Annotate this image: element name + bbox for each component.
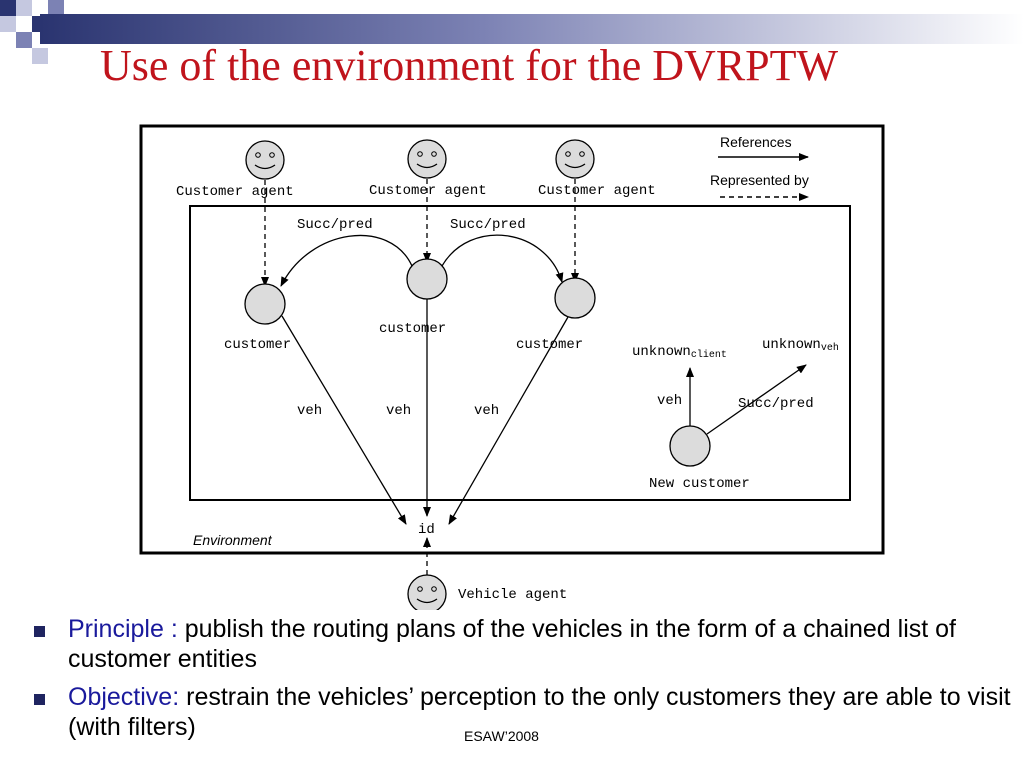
outer-frame — [139, 124, 885, 555]
bullet-square-icon — [34, 694, 45, 705]
succ-pred-label-2: Succ/pred — [450, 217, 526, 233]
environment-label: Environment — [193, 532, 273, 548]
new-customer-label: New customer — [649, 476, 750, 492]
customer-agent-face-3 — [555, 139, 595, 179]
slide-title: Use of the environment for the DVRPTW — [100, 41, 839, 90]
legend-represented-label: Represented by — [710, 172, 809, 188]
bullet-objective: Objective: restrain the vehicles’ percep… — [30, 682, 1020, 742]
bullet-principle: Principle : publish the routing plans of… — [30, 614, 1020, 674]
customer-agent-label-2: Customer agent — [369, 183, 487, 199]
new-customer-node — [669, 425, 711, 467]
unknown-veh-sub: veh — [821, 342, 839, 354]
veh-label-1: veh — [297, 403, 322, 419]
veh-label-2: veh — [386, 403, 411, 419]
unknown-veh-main: unknown — [762, 337, 821, 353]
veh-label-3: veh — [474, 403, 499, 419]
bullet-list: Principle : publish the routing plans of… — [30, 614, 1020, 750]
environment-diagram: References Represented by Customer agent… — [139, 124, 885, 610]
unknown-veh-label: unknownveh — [762, 337, 839, 354]
title-gradient-bar — [40, 14, 1024, 44]
customer-agent-face-1 — [245, 140, 285, 180]
unknown-client-main: unknown — [632, 344, 691, 360]
vehicle-agent-face — [407, 574, 447, 610]
environment-frame — [189, 205, 851, 501]
corner-square-7 — [48, 0, 64, 16]
bullet-objective-key: Objective: — [68, 683, 180, 711]
succ-pred-curve-1 — [280, 234, 413, 287]
bullet-objective-text: restrain the vehicles’ perception to the… — [68, 683, 1011, 741]
veh-arrow-1 — [281, 315, 407, 525]
id-label: id — [418, 522, 435, 538]
unknown-client-label: unknownclient — [632, 344, 727, 361]
customer-node-3 — [554, 277, 596, 319]
customer-agent-label-3: Customer agent — [538, 183, 656, 199]
new-succ-pred-label: Succ/pred — [738, 396, 814, 412]
succ-pred-label-1: Succ/pred — [297, 217, 373, 233]
customer-agent-face-2 — [407, 139, 447, 179]
customer-label-1: customer — [224, 337, 291, 353]
corner-square-3 — [0, 16, 16, 32]
customer-node-2 — [406, 258, 448, 300]
customer-label-3: customer — [516, 337, 583, 353]
bullet-square-icon — [34, 626, 45, 637]
customer-label-2: customer — [379, 321, 446, 337]
customer-node-1 — [244, 283, 286, 325]
customer-agent-label-1: Customer agent — [176, 184, 294, 200]
vehicle-agent-label: Vehicle agent — [458, 587, 567, 603]
succ-pred-curve-2 — [441, 234, 564, 283]
corner-square-4 — [16, 16, 32, 32]
legend-references-label: References — [720, 134, 792, 150]
corner-square-6 — [16, 32, 32, 48]
corner-square-2 — [16, 0, 32, 16]
footer-text: ESAW’2008 — [464, 728, 539, 744]
bullet-principle-key: Principle : — [68, 615, 178, 643]
veh-arrow-3 — [448, 316, 569, 525]
corner-square-1 — [0, 0, 16, 16]
unknown-client-sub: client — [691, 349, 727, 361]
new-succ-pred-arrow — [706, 364, 807, 435]
corner-square-8 — [32, 48, 48, 64]
new-veh-label: veh — [657, 393, 682, 409]
bullet-principle-text: publish the routing plans of the vehicle… — [68, 615, 957, 673]
